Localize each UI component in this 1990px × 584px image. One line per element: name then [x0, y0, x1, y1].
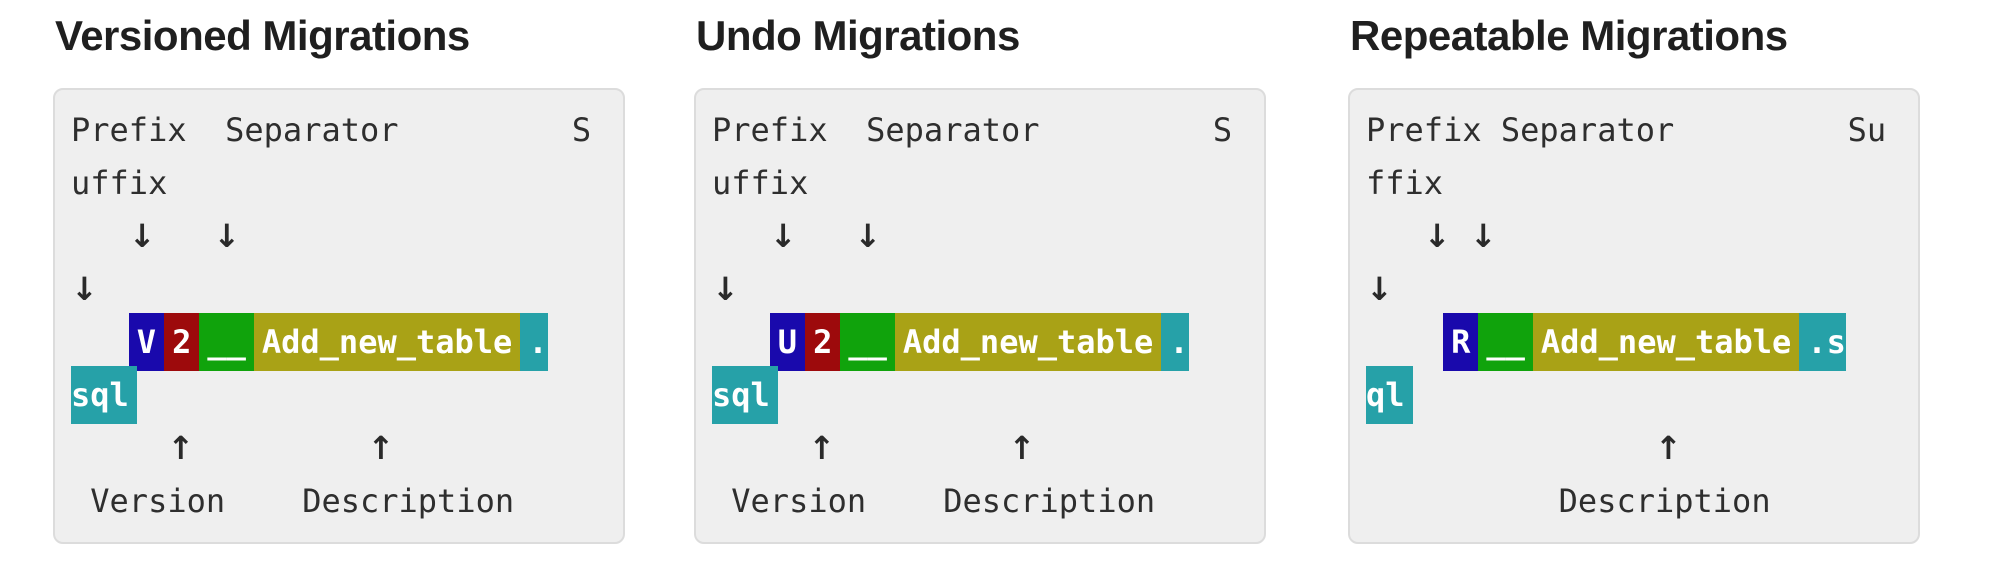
migration-naming-card: Prefix Separator Su ffix ↓ ↓ ↓ R__Add_ne…	[1348, 88, 1920, 544]
arrow-up-icon: ↑	[808, 429, 836, 467]
filename-segment-prefix: R	[1443, 313, 1479, 371]
filename-indent	[1366, 323, 1443, 361]
filename-segment-description: Add_new_table	[1532, 313, 1800, 371]
bottom-labels-row: Version Description	[712, 482, 1156, 520]
filename-segment-prefix: U	[769, 313, 806, 371]
arrow-down-icon: ↓	[128, 217, 156, 255]
panel-repeatable-migrations: Repeatable Migrations Prefix Separator S…	[1348, 0, 1920, 544]
up-arrows-row: ↑	[1366, 422, 1902, 475]
down-arrow-wrap-row: ↓	[712, 263, 1248, 316]
arrow-down-icon: ↓	[1366, 270, 1393, 308]
panel-title: Versioned Migrations	[55, 12, 470, 59]
down-arrows-row: ↓ ↓	[71, 210, 607, 263]
filename-wrap-row: sql	[712, 366, 1248, 424]
filename-indent	[71, 323, 129, 361]
down-arrow-wrap-row: ↓	[1366, 263, 1902, 316]
arrow-up-icon: ↑	[1008, 429, 1036, 467]
filename-indent	[712, 323, 770, 361]
arrow-up-icon: ↑	[1654, 429, 1682, 467]
arrow-down-icon: ↓	[712, 270, 739, 308]
filename-segment-separator: __	[199, 313, 254, 371]
filename-segment-suffix-tail: sql	[712, 366, 778, 424]
top-labels-line2: uffix	[712, 164, 809, 202]
filename-wrap-row: sql	[71, 366, 607, 424]
panel-title: Repeatable Migrations	[1350, 12, 1788, 59]
top-labels-line2: uffix	[71, 164, 168, 202]
bottom-labels-row: Description	[1366, 482, 1771, 520]
top-labels-line1: Prefix Separator Su	[1366, 111, 1887, 149]
panel-versioned-migrations: Versioned Migrations Prefix Separator S …	[53, 0, 625, 544]
arrow-down-icon: ↓	[71, 270, 98, 308]
filename-segment-suffix: .	[520, 313, 548, 371]
arrow-down-icon: ↓	[213, 217, 241, 255]
filename-segment-suffix: .	[1161, 313, 1189, 371]
down-arrows-row: ↓ ↓	[1366, 210, 1902, 263]
filename-segment-suffix-tail: sql	[71, 366, 137, 424]
filename-segment-prefix: V	[128, 313, 165, 371]
up-arrows-row: ↑ ↑	[712, 422, 1248, 475]
filename-segment-description: Add_new_table	[253, 313, 521, 371]
panel-undo-migrations: Undo Migrations Prefix Separator S uffix…	[694, 0, 1266, 544]
filename-segment-description: Add_new_table	[894, 313, 1162, 371]
filename-segment-separator: __	[840, 313, 895, 371]
arrow-down-icon: ↓	[1423, 217, 1451, 255]
down-arrow-wrap-row: ↓	[71, 263, 607, 316]
filename-segment-version: 2	[805, 313, 841, 371]
top-labels-line1: Prefix Separator S	[71, 111, 592, 149]
arrow-down-icon: ↓	[769, 217, 797, 255]
arrow-up-icon: ↑	[367, 429, 395, 467]
top-labels-line1: Prefix Separator S	[712, 111, 1233, 149]
top-labels-line2: ffix	[1366, 164, 1444, 202]
filename-segment-version: 2	[164, 313, 200, 371]
panel-title: Undo Migrations	[696, 12, 1020, 59]
filename-wrap-row: ql	[1366, 366, 1902, 424]
bottom-labels-row: Version Description	[71, 482, 515, 520]
filename-segments: R__Add_new_table.s	[1443, 313, 1846, 371]
arrow-up-icon: ↑	[167, 429, 195, 467]
filename-segment-suffix-tail: ql	[1366, 366, 1413, 424]
arrow-down-icon: ↓	[854, 217, 882, 255]
arrow-down-icon: ↓	[1469, 217, 1497, 255]
filename-row: R__Add_new_table.s	[1366, 313, 1902, 371]
filename-segment-separator: __	[1478, 313, 1533, 371]
up-arrows-row: ↑ ↑	[71, 422, 607, 475]
filename-segment-suffix: .s	[1799, 313, 1846, 371]
down-arrows-row: ↓ ↓	[712, 210, 1248, 263]
